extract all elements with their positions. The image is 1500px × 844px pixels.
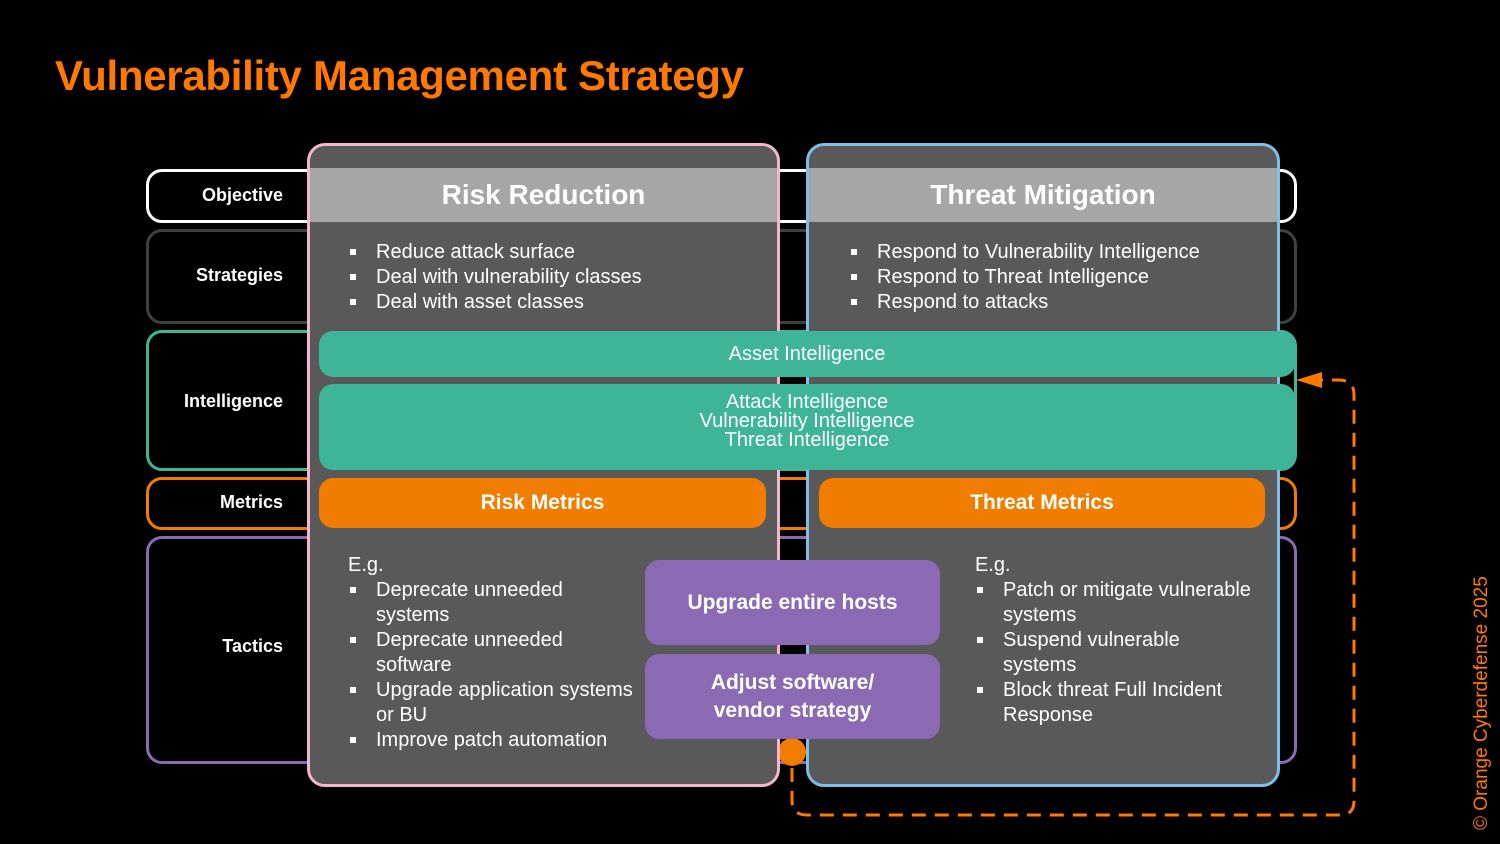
row-label-metrics: Metrics (219, 492, 283, 512)
risk-strategies-list: Reduce attack surface Deal with vulnerab… (348, 240, 768, 315)
attack-intelligence-label: Attack Intelligence (725, 391, 889, 413)
list-item: Deal with vulnerability classes (348, 265, 768, 290)
asset-intelligence-bar: Asset Intelligence (319, 331, 1295, 377)
list-item: Block threat Full Incident Response (975, 678, 1255, 728)
list-item: Suspend vulnerable systems (975, 628, 1255, 678)
adjust-vendor-strategy-label-line2: vendor strategy (713, 698, 872, 722)
vulnerability-intelligence-label: Vulnerability Intelligence (699, 410, 915, 432)
row-label-intelligence: Intelligence (183, 391, 283, 411)
adjust-vendor-strategy-box: Adjust software/ vendor strategy (645, 654, 940, 739)
threat-tactics-eg: E.g. (975, 554, 1011, 576)
page-title: Vulnerability Management Strategy (55, 52, 744, 99)
upgrade-entire-hosts-box: Upgrade entire hosts (645, 560, 940, 645)
risk-reduction-heading: Risk Reduction (310, 168, 777, 222)
list-item: Respond to attacks (849, 290, 1269, 315)
threat-strategies-list: Respond to Vulnerability Intelligence Re… (849, 240, 1269, 315)
row-label-tactics: Tactics (222, 636, 283, 656)
list-item: Deprecate unneeded software (348, 628, 638, 678)
threat-intelligence-label: Threat Intelligence (724, 429, 890, 451)
asset-intelligence-label: Asset Intelligence (728, 343, 886, 365)
row-label-strategies: Strategies (195, 265, 283, 285)
risk-tactics-eg: E.g. (348, 554, 384, 576)
adjust-vendor-strategy-label-line1: Adjust software/ (710, 670, 875, 694)
row-label-objective: Objective (201, 185, 283, 205)
list-item: Reduce attack surface (348, 240, 768, 265)
list-item: Deprecate unneeded systems (348, 578, 638, 628)
threat-tactics-list: Patch or mitigate vulnerable systems Sus… (975, 578, 1255, 728)
threat-metrics-box: Threat Metrics (819, 478, 1265, 528)
threat-intelligence-bar: Attack Intelligence Vulnerability Intell… (319, 384, 1295, 470)
list-item: Patch or mitigate vulnerable systems (975, 578, 1255, 628)
risk-tactics-list: Deprecate unneeded systems Deprecate unn… (348, 578, 638, 753)
list-item: Deal with asset classes (348, 290, 768, 315)
list-item: Upgrade application systems or BU (348, 678, 638, 728)
list-item: Improve patch automation (348, 728, 638, 753)
list-item: Respond to Vulnerability Intelligence (849, 240, 1269, 265)
risk-metrics-box: Risk Metrics (319, 478, 766, 528)
copyright-notice: © Orange Cyberdefense 2025 (1471, 576, 1492, 830)
list-item: Respond to Threat Intelligence (849, 265, 1269, 290)
upgrade-entire-hosts-label: Upgrade entire hosts (687, 590, 898, 614)
threat-mitigation-heading: Threat Mitigation (809, 168, 1277, 222)
